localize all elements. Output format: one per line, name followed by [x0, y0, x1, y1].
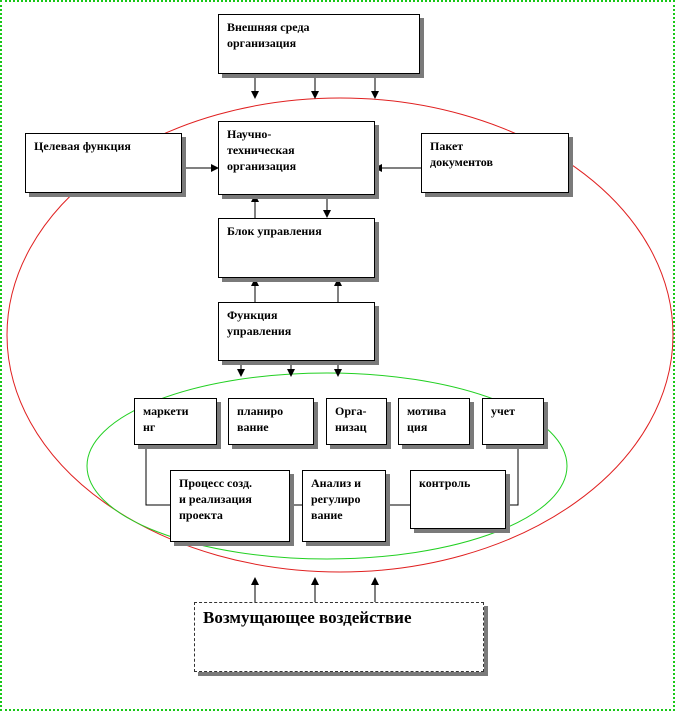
organization-label: Орга- низац: [335, 404, 367, 435]
control-block-box: Блок управления: [218, 218, 375, 278]
target-function-label: Целевая функция: [34, 139, 131, 153]
inner-functions-ellipse: [86, 372, 568, 560]
disturbance-label: Возмущающее воздействие: [203, 608, 412, 627]
motivation-label: мотива ция: [407, 404, 447, 435]
marketing-box: маркети нг: [134, 398, 217, 445]
disturbance-box: Возмущающее воздействие: [194, 602, 484, 672]
external-environment-box: Внешняя среда организация: [218, 14, 420, 74]
documents-package-label: Пакет документов: [430, 139, 493, 170]
project-process-label: Процесс созд. и реализация проекта: [179, 476, 253, 523]
sci-tech-organization-label: Научно- техническая организация: [227, 127, 297, 174]
control-block-label: Блок управления: [227, 224, 322, 238]
planning-label: планиро вание: [237, 404, 284, 435]
motivation-box: мотива ция: [398, 398, 470, 445]
planning-box: планиро вание: [228, 398, 314, 445]
organization-box: Орга- низац: [326, 398, 387, 445]
control-function-label: Функция управления: [227, 308, 292, 339]
control-function-box: Функция управления: [218, 302, 375, 361]
sci-tech-organization-box: Научно- техническая организация: [218, 121, 375, 195]
control-box: контроль: [410, 470, 506, 529]
target-function-box: Целевая функция: [25, 133, 182, 193]
marketing-label: маркети нг: [143, 404, 189, 435]
analysis-regulation-box: Анализ и регулиро вание: [302, 470, 386, 542]
accounting-label: учет: [491, 404, 515, 418]
accounting-box: учет: [482, 398, 544, 445]
project-process-box: Процесс созд. и реализация проекта: [170, 470, 290, 542]
analysis-regulation-label: Анализ и регулиро вание: [311, 476, 362, 523]
documents-package-box: Пакет документов: [421, 133, 569, 193]
outer-system-ellipse: [6, 97, 674, 573]
external-environment-label: Внешняя среда организация: [227, 20, 310, 51]
control-label: контроль: [419, 476, 471, 490]
